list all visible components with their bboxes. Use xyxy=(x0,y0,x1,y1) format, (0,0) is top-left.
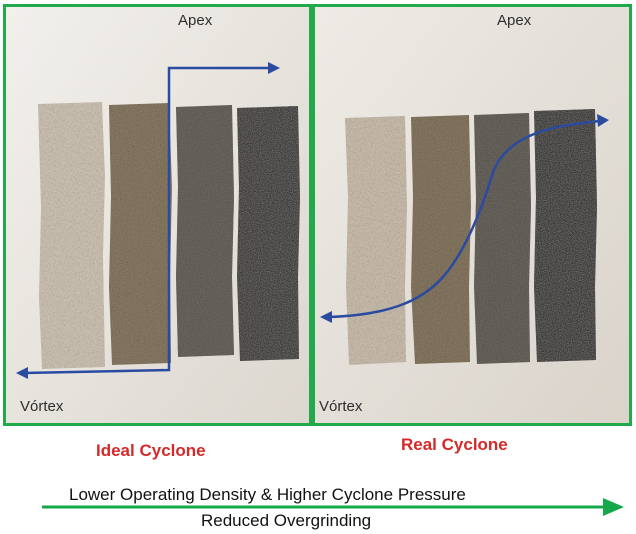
ideal-cyclone-panel: Apex Vórtex xyxy=(3,4,312,426)
apex-arrowhead-icon xyxy=(268,62,280,74)
vortex-label: Vórtex xyxy=(20,398,64,415)
real-cyclone-caption: Real Cyclone xyxy=(401,435,508,454)
sample-strip-coarsest xyxy=(237,106,300,361)
trend-arrow xyxy=(42,498,624,516)
vortex-arrowhead-icon xyxy=(320,311,332,323)
apex-arrowhead-icon xyxy=(597,114,609,127)
trend-arrowhead-icon xyxy=(603,498,624,516)
sample-strip-medium xyxy=(411,115,471,364)
vortex-arrowhead-icon xyxy=(16,367,28,379)
ideal-cyclone-caption: Ideal Cyclone xyxy=(96,441,206,460)
sample-strip-fine xyxy=(345,116,407,365)
trend-label-line1: Lower Operating Density & Higher Cyclone… xyxy=(69,485,466,504)
ideal-split-curve xyxy=(23,66,271,375)
real-split-curve xyxy=(328,119,601,319)
ideal-cyclone-photo xyxy=(6,7,309,423)
real-cyclone-photo xyxy=(315,7,629,423)
sample-strip-coarsest xyxy=(534,109,597,362)
sample-strip-fine xyxy=(38,102,105,369)
sample-strip-medium xyxy=(109,103,172,365)
sample-strip-coarse xyxy=(474,113,531,364)
trend-label-line2: Reduced Overgrinding xyxy=(201,511,372,530)
vortex-label: Vórtex xyxy=(319,398,363,415)
apex-label: Apex xyxy=(178,12,213,29)
real-cyclone-panel: Apex Vórtex xyxy=(312,4,632,426)
sample-strip-coarse xyxy=(176,105,234,357)
apex-label: Apex xyxy=(497,12,532,29)
